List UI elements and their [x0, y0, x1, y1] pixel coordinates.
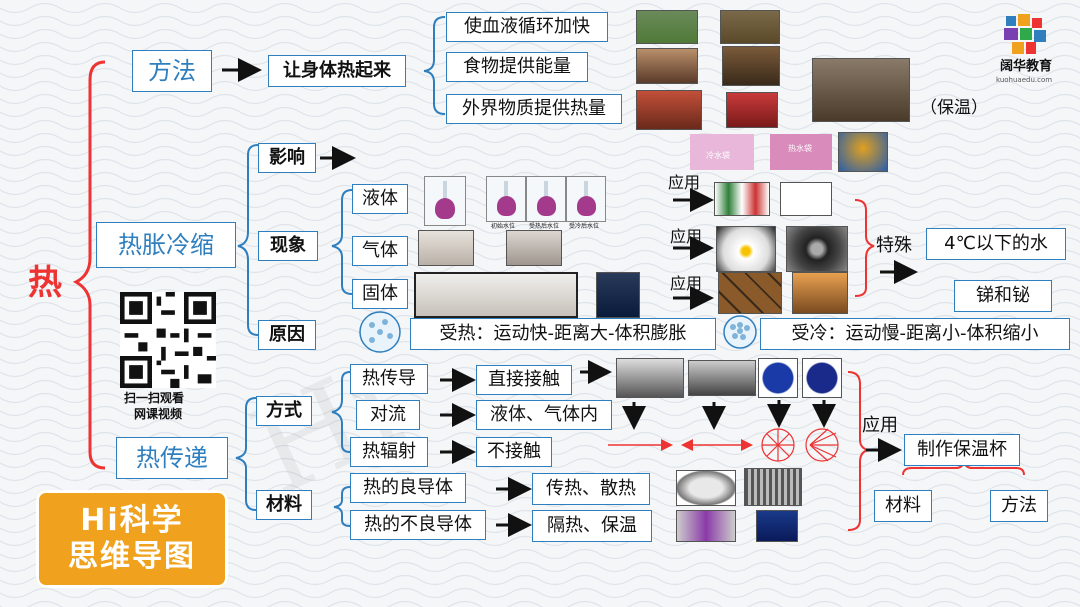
- heated-explanation: 受热：运动快-距离大-体积膨胀: [410, 318, 716, 350]
- state-gas: 气体: [352, 236, 408, 266]
- good-conductor-desc: 传热、散热: [532, 473, 650, 505]
- qr-caption-line2: 网课视频: [134, 407, 183, 421]
- special-water-box: 4℃以下的水: [926, 228, 1066, 260]
- flask-label-cooled: 受冷后水位: [569, 223, 600, 230]
- logo-url: kuohuaedu.com: [996, 76, 1053, 84]
- photo-solid-device: [596, 272, 640, 318]
- apply-label-solid: 应用: [670, 274, 703, 293]
- photo-flask-level2: [526, 176, 566, 222]
- photo-flask-level3: [566, 176, 606, 222]
- apply-label-gas: 应用: [670, 227, 703, 246]
- hot-bag-label: 热水袋: [788, 144, 812, 153]
- photo-conduction-2: [688, 360, 756, 396]
- method-item-food: 食物提供能量: [446, 52, 588, 82]
- photo-cold-water-bag: [690, 134, 754, 170]
- radiation-desc: 不接触: [476, 437, 552, 467]
- photo-cooler-bag: [756, 510, 798, 542]
- heat-transfer-title: 热传递: [116, 437, 228, 479]
- photo-soccer: [636, 10, 698, 44]
- photo-stove: [636, 90, 702, 130]
- thermos-material-box: 材料: [874, 490, 932, 522]
- phenomenon-box: 现象: [258, 231, 318, 261]
- good-conductor-box: 热的良导体: [350, 473, 466, 503]
- reason-box: 原因: [258, 320, 316, 350]
- photo-drink: [636, 48, 698, 84]
- cooled-explanation: 受冷：运动慢-距离小-体积缩小: [760, 318, 1070, 350]
- photo-pot: [676, 470, 736, 506]
- photo-convection-plate: [758, 358, 798, 398]
- photo-soldiers: [720, 10, 780, 44]
- photo-spoons: [676, 510, 736, 542]
- photo-radiator: [744, 468, 802, 506]
- special-label: 特殊: [876, 235, 912, 256]
- photo-flask-level1: [486, 176, 526, 222]
- kuohua-logo-icon: [1004, 14, 1046, 54]
- apply-label-liquid: 应用: [668, 173, 701, 192]
- photo-bottles: [714, 182, 770, 216]
- convection-box: 对流: [356, 400, 420, 430]
- thermos-method-box: 方法: [990, 490, 1048, 522]
- photo-pingpong: [716, 226, 776, 272]
- photo-meal: [722, 46, 780, 86]
- qr-code: [120, 292, 216, 388]
- material-box: 材料: [256, 490, 312, 520]
- apply-label-transfer: 应用: [862, 415, 898, 436]
- keep-warm-note: （保温）: [920, 98, 988, 118]
- conduction-box: 热传导: [350, 364, 428, 394]
- state-solid: 固体: [352, 279, 408, 309]
- photo-hot-air-balloon: [838, 132, 888, 172]
- mode-box: 方式: [256, 396, 312, 426]
- photo-convection-plate-2: [802, 358, 842, 398]
- thermal-expansion-title: 热胀冷缩: [96, 222, 236, 268]
- photo-gas-experiment-1: [418, 230, 474, 266]
- photo-hand-warmer: [726, 92, 778, 128]
- conduction-desc: 直接接触: [476, 365, 572, 395]
- photo-solid-experiment: [414, 272, 578, 318]
- photo-flask: [424, 176, 466, 226]
- thermos-box: 制作保温杯: [904, 434, 1020, 466]
- poor-conductor-box: 热的不良导体: [350, 510, 486, 540]
- method-item-circulation: 使血液循环加快: [446, 12, 608, 42]
- photo-tiles: [718, 272, 782, 314]
- cold-bag-label: 冷水袋: [706, 151, 730, 160]
- flask-label-heated: 受热后水位: [529, 223, 560, 230]
- badge-line1: Hi科学: [80, 503, 184, 538]
- radiation-box: 热辐射: [350, 437, 428, 467]
- photo-tire: [786, 226, 848, 272]
- poor-conductor-desc: 隔热、保温: [532, 510, 652, 542]
- convection-desc: 液体、气体内: [476, 400, 612, 430]
- logo-name: 阔华教育: [1000, 59, 1053, 74]
- badge-line2: 思维导图: [68, 539, 196, 574]
- photo-railway: [792, 272, 848, 314]
- root-title: 热: [28, 263, 62, 303]
- special-antimony-box: 锑和铋: [954, 280, 1052, 312]
- method-title: 方法: [132, 50, 212, 92]
- state-liquid: 液体: [352, 184, 408, 214]
- photo-thermometer: [780, 182, 832, 216]
- method-item-external: 外界物质提供热量: [446, 94, 622, 124]
- influence-box: 影响: [258, 143, 316, 173]
- photo-gas-experiment-2: [506, 230, 562, 266]
- warm-body-box: 让身体热起来: [268, 55, 406, 87]
- photo-hot-water-bag: [770, 134, 832, 170]
- hi-science-badge: Hi科学 思维导图: [36, 490, 228, 588]
- photo-conduction-1: [616, 358, 684, 398]
- photo-people-warm: [812, 58, 910, 122]
- qr-caption-line1: 扫一扫观看: [124, 391, 185, 405]
- flask-label-initial: 初始水位: [491, 223, 516, 230]
